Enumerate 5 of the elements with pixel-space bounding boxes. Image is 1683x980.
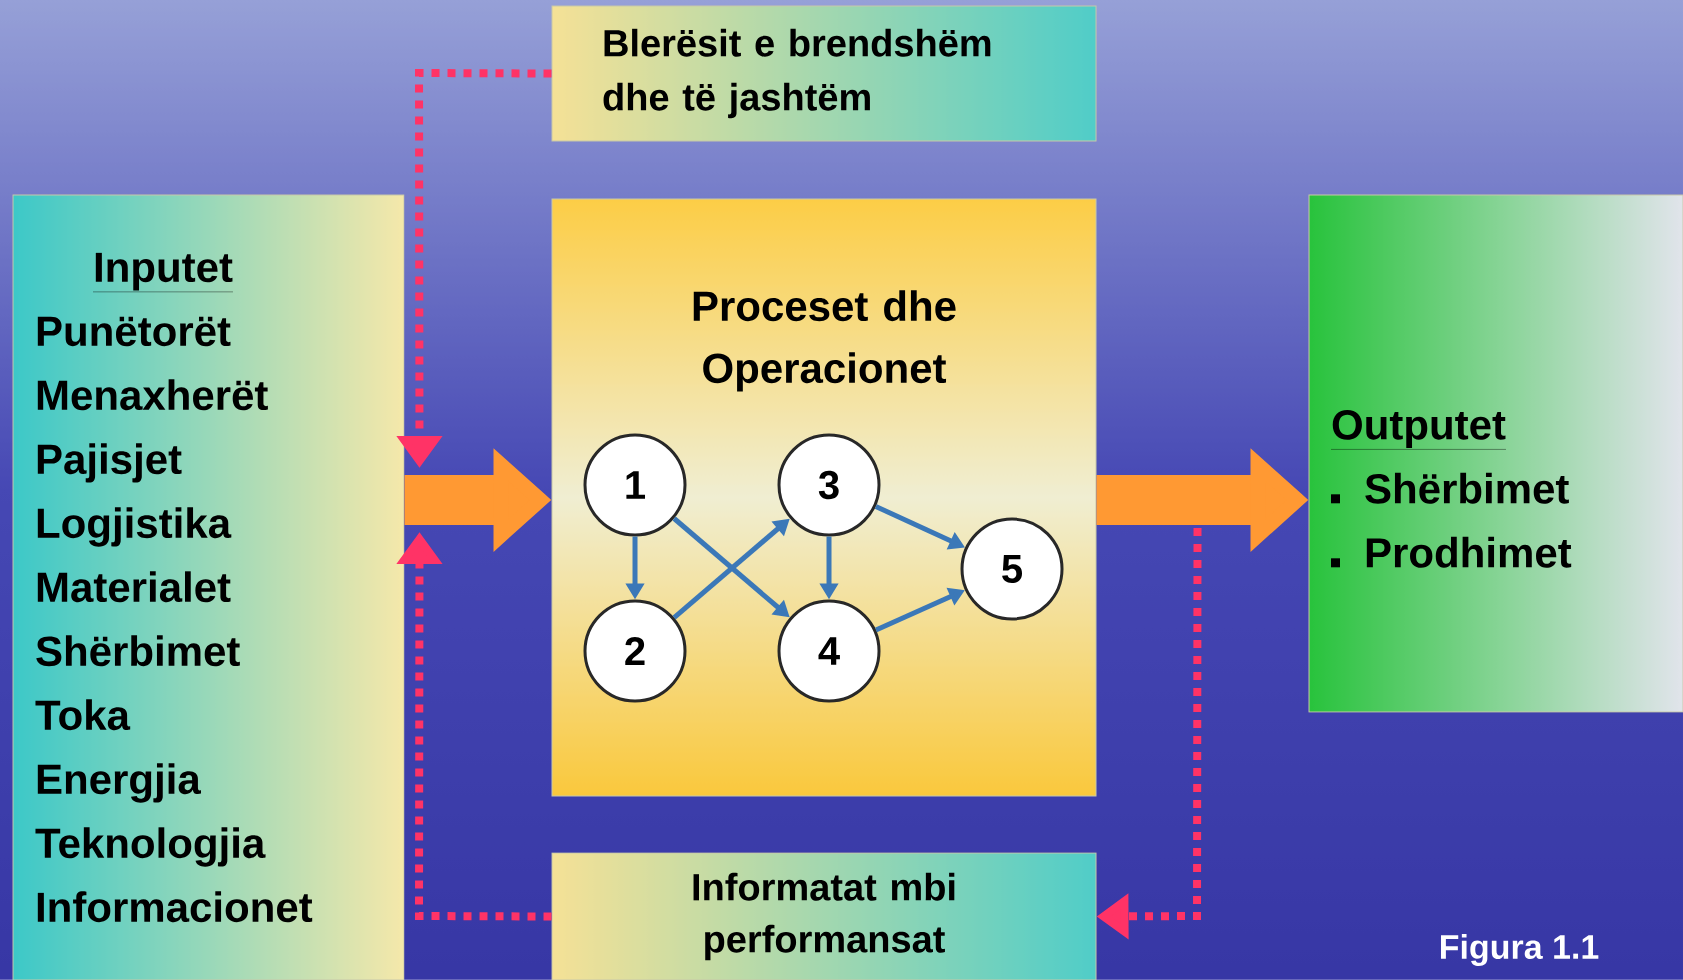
output-box: Outputet Shërbimet Prodhimet — [1308, 194, 1683, 713]
customer-box: Blerësit e brendshëm dhe të jashtëm — [551, 5, 1097, 142]
feedback-box: Informatat mbi performansat — [551, 852, 1097, 980]
figure-label: Figura 1.1 — [1441, 934, 1599, 966]
input-box: Inputet Punëtorët Menaxherët Pajisjet Logjistika Materialet Shërbimet Toka Energjia Teknologjia Informacionet — [12, 194, 405, 980]
